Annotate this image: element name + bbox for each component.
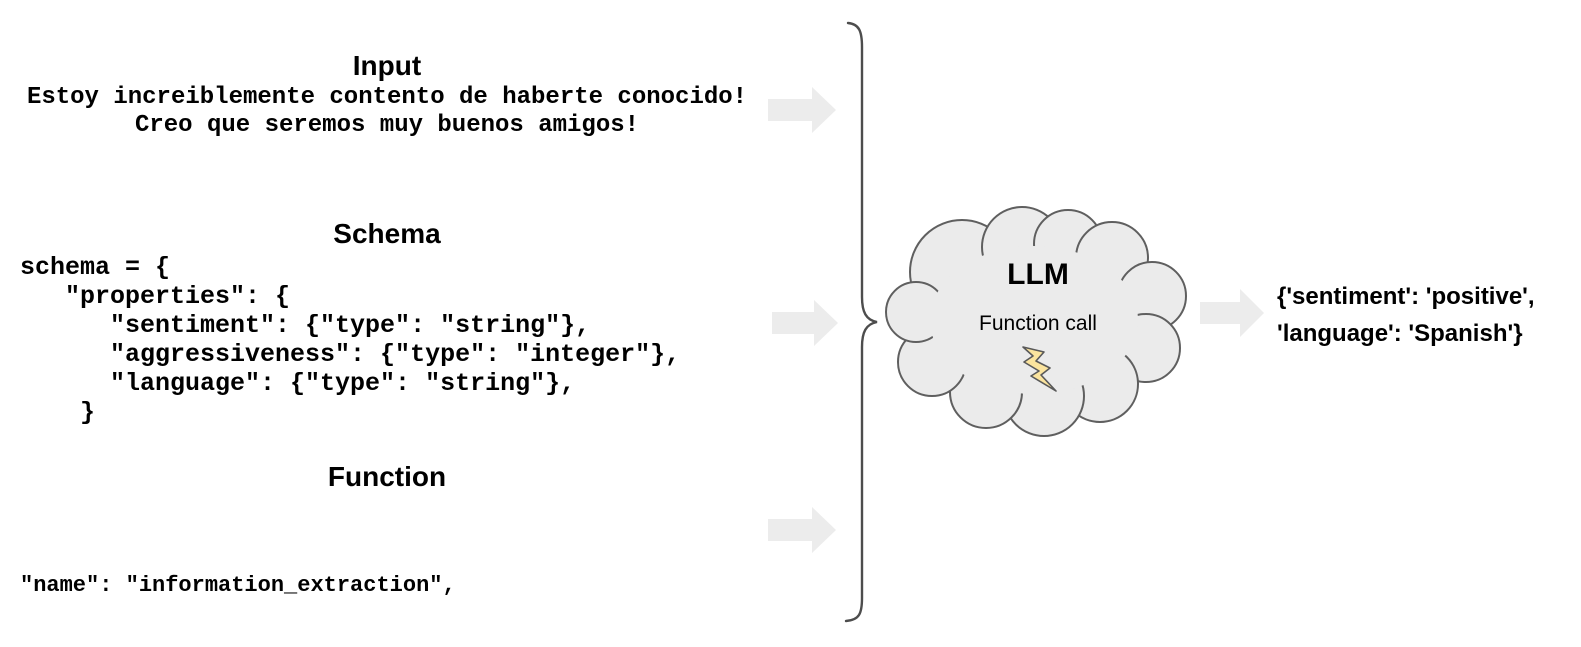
input-flow-arrow-icon [768, 87, 836, 133]
output-flow-arrow-icon [1200, 289, 1264, 337]
lightning-bolt-icon [1022, 346, 1057, 392]
function-code-line-name: "name": "information_extraction", [20, 573, 456, 598]
input-section-title: Input [352, 50, 422, 81]
cloud-inner-mask [930, 246, 1138, 394]
output-text: {'sentiment': 'positive', 'language': 'S… [1277, 283, 1535, 347]
input-text: Estoy increiblemente contento de haberte… [26, 84, 748, 139]
llm-cloud [885, 206, 1187, 437]
function-section-title: Function [327, 461, 447, 492]
flow-arrows [768, 87, 1264, 553]
schema-flow-arrow-icon [772, 300, 838, 346]
function-code: "name": "information_extraction", "descr… [20, 490, 759, 647]
function-flow-arrow-icon [768, 507, 836, 553]
schema-code: schema = { "properties": { "sentiment": … [20, 253, 681, 427]
grouping-brace-icon [844, 21, 878, 623]
schema-section-title: Schema [333, 218, 441, 249]
function-call-label: Function call [979, 312, 1097, 335]
llm-label: LLM [1007, 258, 1069, 291]
